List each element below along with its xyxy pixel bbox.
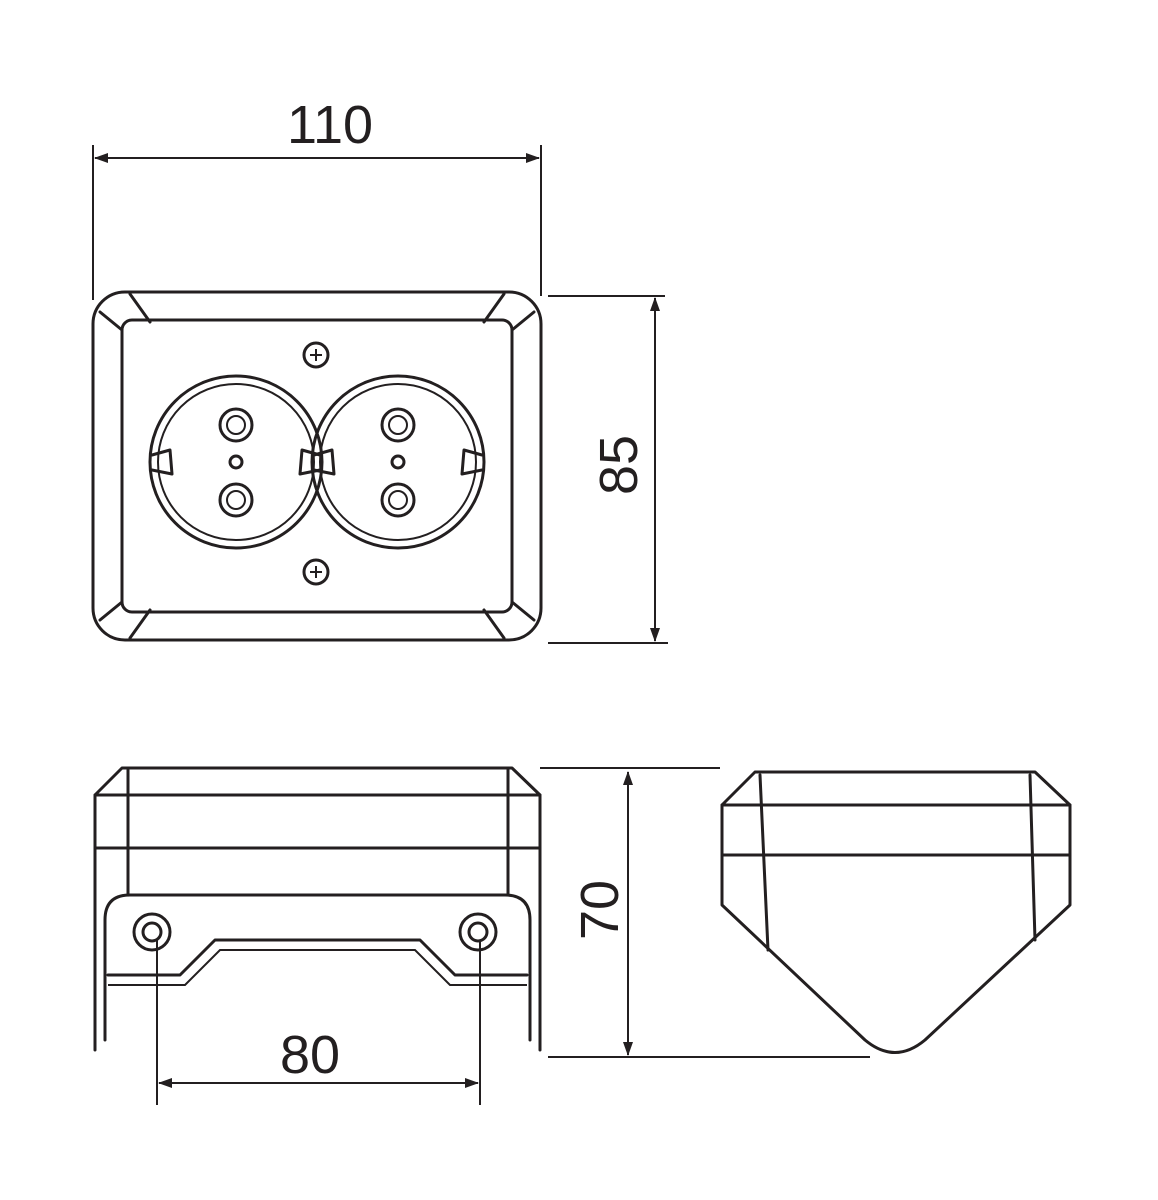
screw-icon xyxy=(302,341,330,586)
dimension-mount-spacing-label: 80 xyxy=(280,1025,340,1085)
socket-right xyxy=(310,374,486,550)
dimension-mount-spacing: 80 xyxy=(156,940,481,1105)
dimension-depth: 70 xyxy=(540,767,870,1058)
end-view xyxy=(720,770,1072,1054)
dimension-height: 85 xyxy=(548,295,668,644)
dimension-width: 110 xyxy=(92,95,542,300)
dimension-depth-label: 70 xyxy=(570,880,630,940)
front-view xyxy=(91,290,543,642)
dimension-height-label: 85 xyxy=(589,435,649,495)
side-view xyxy=(93,766,542,1052)
dimension-width-label: 110 xyxy=(287,95,373,155)
socket-left xyxy=(148,374,324,550)
